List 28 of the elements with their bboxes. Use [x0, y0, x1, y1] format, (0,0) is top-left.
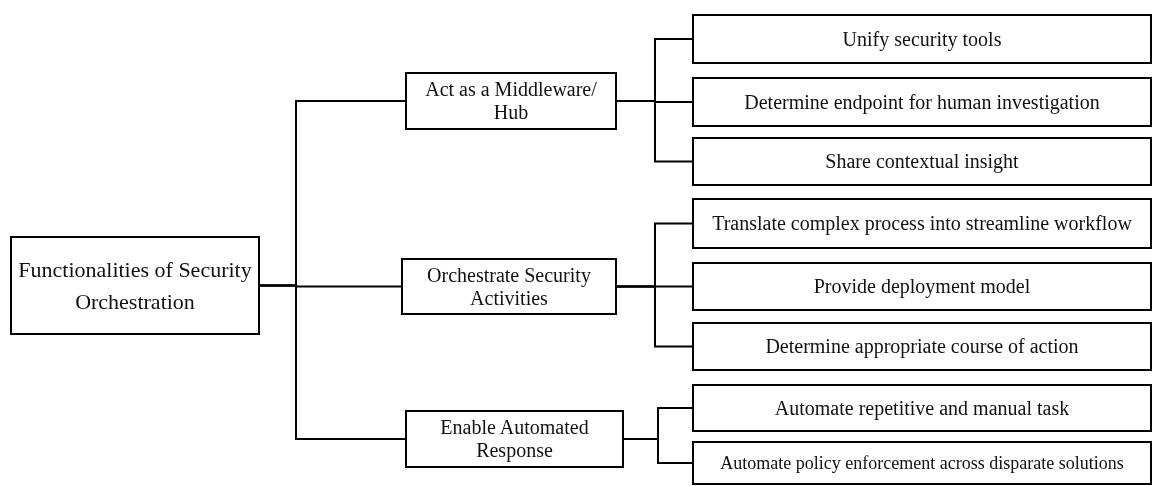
box-label: Unify security tools	[842, 27, 1002, 51]
topic-box	[692, 322, 1152, 371]
box-label: Orchestrate Security Activities	[426, 263, 592, 310]
box-label: Automate repetitive and manual task	[774, 396, 1070, 420]
topic-box	[405, 72, 617, 130]
topic-box	[692, 262, 1152, 311]
topic-box	[405, 410, 624, 468]
connector-line	[623, 438, 693, 464]
box-label: Determine endpoint for human investigation	[744, 90, 1100, 114]
topic-box	[692, 441, 1152, 485]
box-label: Act as a Middleware/ Hub	[424, 78, 598, 124]
connector-line	[616, 285, 693, 348]
connector-line	[616, 100, 693, 163]
box-label: Share contextual insight	[825, 150, 1019, 173]
topic-box	[692, 14, 1152, 64]
topic-box	[692, 198, 1152, 249]
topic-box	[692, 137, 1152, 186]
box-label: Enable Automated Response	[439, 416, 590, 462]
box-label: Determine appropriate course of action	[765, 335, 1079, 358]
topic-box	[692, 384, 1152, 432]
box-label: Provide deployment model	[813, 275, 1031, 298]
box-label: Automate policy enforcement across disparate solutions	[720, 453, 1124, 473]
topic-box	[692, 77, 1152, 127]
connector-line	[259, 284, 406, 440]
box-label: Translate complex process into streamline workflow	[712, 212, 1132, 235]
root-label: Functionalities of Security Orchestration	[17, 255, 253, 316]
root-box	[10, 236, 260, 335]
topic-box	[401, 258, 617, 315]
